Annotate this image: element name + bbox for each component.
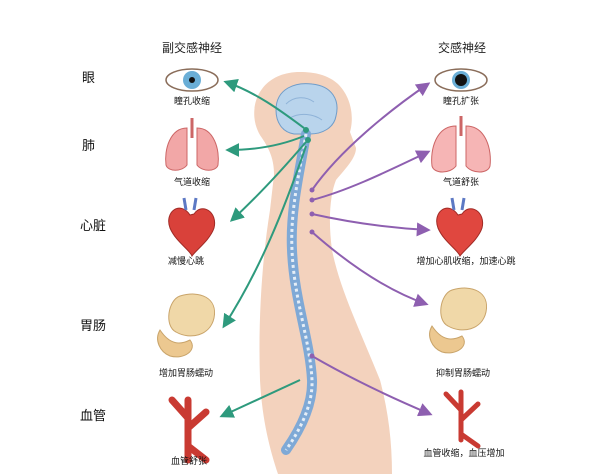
organ-label-vessel: 血管 bbox=[80, 409, 106, 424]
lungs-dilated-icon bbox=[431, 116, 491, 173]
parasym-fiber-eye bbox=[223, 79, 305, 129]
sym-effect-lung: 气道舒张 bbox=[443, 176, 479, 188]
organ-label-lung: 肺 bbox=[82, 139, 95, 154]
parasympathetic-fibers bbox=[219, 79, 311, 418]
heart-fast-icon bbox=[436, 197, 484, 258]
organ-label-eye: 眼 bbox=[82, 71, 95, 86]
sym-fiber-eye bbox=[311, 82, 431, 191]
parasym-effect-gut: 增加胃肠蠕动 bbox=[159, 367, 213, 379]
parasym-effect-lung: 气道收缩 bbox=[174, 176, 210, 188]
sym-effect-eye: 瞳孔扩张 bbox=[443, 95, 479, 107]
organ-label-heart: 心脏 bbox=[80, 219, 106, 234]
body-silhouette bbox=[254, 72, 392, 474]
lungs-constricted-icon bbox=[165, 118, 219, 171]
sym-fiber-heart bbox=[311, 213, 431, 237]
sym-effect-heart: 增加心肌收缩，加速心跳 bbox=[416, 255, 515, 267]
parasym-effect-eye: 瞳孔收缩 bbox=[174, 95, 210, 107]
sym-fiber-lung bbox=[311, 150, 431, 201]
stomach-intestine-inhibited-icon bbox=[429, 287, 488, 354]
sympathetic-fibers bbox=[309, 82, 433, 417]
parasym-fiber-lung bbox=[225, 135, 305, 157]
organ-label-gut: 胃肠 bbox=[80, 319, 106, 334]
eye-constricted-icon bbox=[165, 68, 219, 92]
sym-fiber-vessel bbox=[311, 355, 433, 417]
parasym-effect-vessel: 血管舒张 bbox=[171, 455, 207, 467]
heart-icon bbox=[168, 197, 216, 258]
parasym-fiber-heart bbox=[229, 141, 307, 222]
sym-effect-vessel: 血管收缩，血压增加 bbox=[423, 447, 504, 459]
brain bbox=[275, 83, 338, 135]
blood-vessel-icon bbox=[168, 396, 210, 464]
parasym-fiber-vessel bbox=[219, 379, 301, 418]
sym-fiber-gut bbox=[311, 231, 429, 307]
parasym-fiber-gut bbox=[222, 145, 307, 329]
spinal-cord bbox=[281, 129, 318, 455]
blood-vessel-constricted-icon bbox=[443, 389, 481, 449]
sympathetic-title: 交感神经 bbox=[438, 40, 486, 55]
stomach-intestine-icon bbox=[157, 293, 216, 358]
eye-dilated-icon bbox=[434, 68, 488, 92]
parasympathetic-title: 副交感神经 bbox=[162, 40, 222, 55]
sym-effect-gut: 抑制胃肠蠕动 bbox=[436, 367, 490, 379]
parasym-effect-heart: 减慢心跳 bbox=[168, 255, 204, 267]
